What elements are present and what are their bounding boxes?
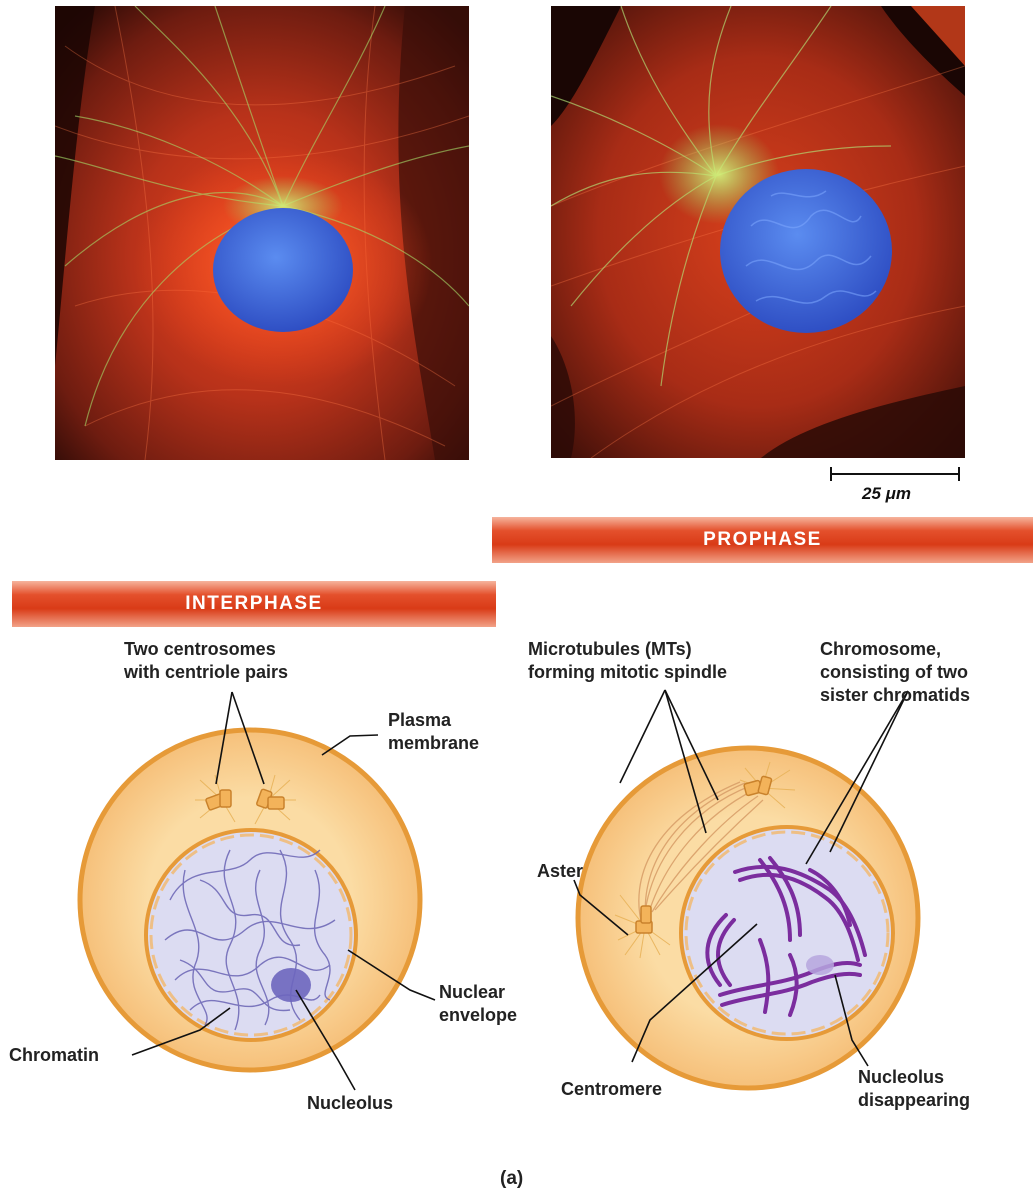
aster-centrioles	[635, 905, 653, 934]
centriole-pair-2	[256, 788, 285, 810]
label-nuclear-env-line2: envelope	[439, 1005, 518, 1025]
label-nucleolus-dis-line1: Nucleolus	[858, 1067, 945, 1087]
nucleolus-disappearing	[806, 955, 834, 975]
chromosomes	[705, 856, 867, 1017]
interphase-leaders	[131, 691, 436, 1091]
chromatin-tangle	[164, 849, 336, 1031]
prophase-leaders	[573, 689, 909, 1067]
scale-bar-label: 25 μm	[862, 484, 911, 503]
label-nucleolus: Nucleolus	[307, 1093, 394, 1113]
label-centromere: Centromere	[561, 1079, 663, 1099]
panel-label: (a)	[500, 1168, 524, 1189]
label-chromatin: Chromatin	[9, 1045, 99, 1065]
label-plasma-line2: membrane	[388, 733, 480, 753]
interphase-cell	[77, 691, 436, 1091]
prophase-banner: PROPHASE	[492, 517, 1033, 563]
label-chromosome: Chromosome, consisting of two sister chr…	[820, 638, 970, 707]
interphase-micrograph	[55, 6, 469, 460]
aster-rays	[614, 761, 796, 959]
label-plasma-line1: Plasma	[388, 710, 452, 730]
label-mts-line2: forming mitotic spindle	[528, 662, 728, 682]
label-chromosome-line3: sister chromatids	[820, 685, 971, 705]
prophase-cell	[573, 689, 921, 1091]
prophase-nucleus	[679, 825, 895, 1041]
label-microtubules: Microtubules (MTs) forming mitotic spind…	[528, 638, 727, 684]
upper-centrioles	[743, 775, 773, 797]
label-plasma-membrane: Plasma membrane	[388, 709, 479, 755]
interphase-banner: INTERPHASE	[12, 581, 496, 627]
interphase-nucleus	[144, 828, 358, 1042]
label-chromosome-line2: consisting of two	[820, 662, 968, 682]
label-mts-line1: Microtubules (MTs)	[528, 639, 692, 659]
label-centrosomes: Two centrosomes with centriole pairs	[124, 638, 288, 684]
mitotic-spindle	[638, 781, 764, 926]
centriole-pair-1	[205, 789, 232, 811]
label-nuclear-envelope: Nuclear envelope	[439, 981, 517, 1027]
label-centrosomes-line2: with centriole pairs	[124, 662, 289, 682]
label-nucleolus-disappearing: Nucleolus disappearing	[858, 1066, 970, 1112]
nucleolus	[271, 968, 311, 1002]
scale-bar	[830, 467, 960, 481]
label-aster: Aster	[537, 861, 584, 881]
label-chromosome-line1: Chromosome,	[820, 639, 942, 659]
prophase-micrograph	[551, 6, 965, 458]
label-nucleolus-dis-line2: disappearing	[858, 1090, 971, 1110]
label-centrosomes-line1: Two centrosomes	[124, 639, 276, 659]
label-nuclear-env-line1: Nuclear	[439, 982, 506, 1002]
